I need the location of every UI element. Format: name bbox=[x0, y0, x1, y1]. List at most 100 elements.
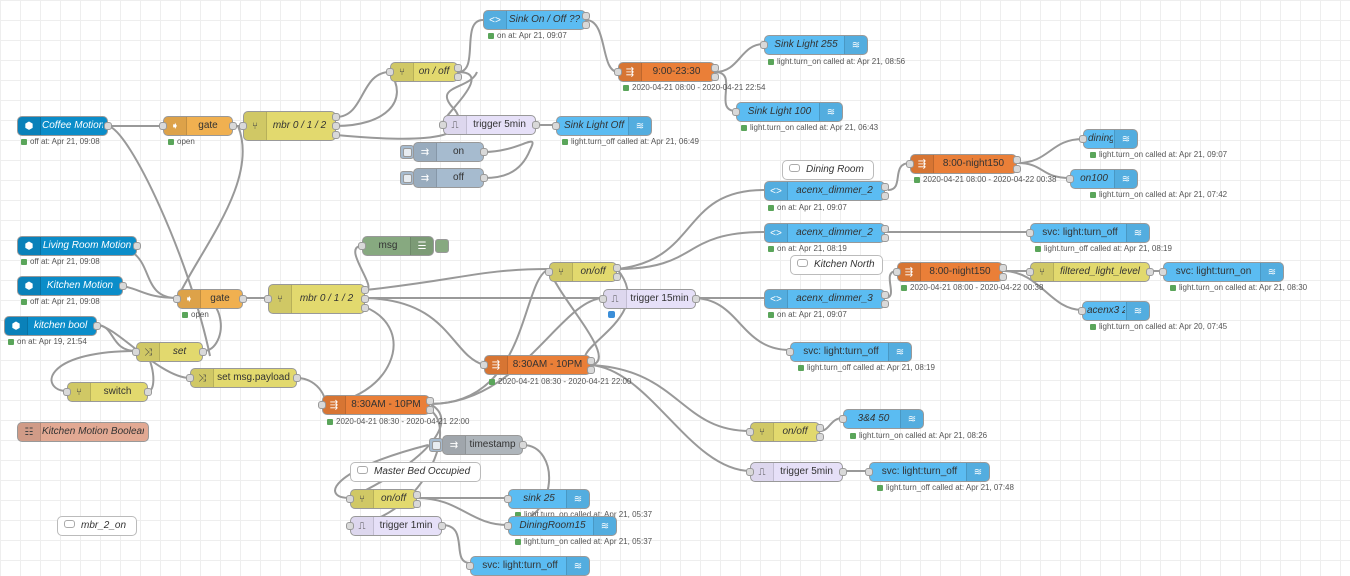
trigger-node[interactable]: ⎍ trigger 15min bbox=[599, 289, 700, 309]
output-port[interactable] bbox=[881, 225, 889, 233]
output-port[interactable] bbox=[454, 73, 462, 81]
comment-master-bed[interactable]: Master Bed Occupied bbox=[350, 462, 481, 482]
debug-msg-node[interactable]: msg ☰ bbox=[358, 236, 449, 256]
input-port[interactable] bbox=[504, 495, 512, 503]
input-port[interactable] bbox=[1079, 135, 1087, 143]
coffee-motion-node[interactable]: ⬢ Coffee Motion bbox=[17, 116, 112, 136]
time-range-node[interactable]: ⇶ 8:00-night150 bbox=[906, 154, 1021, 174]
input-port[interactable] bbox=[786, 348, 794, 356]
on-off-switch-node[interactable]: ⑂ on / off bbox=[386, 62, 462, 82]
comment-mbr-2-on[interactable]: mbr_2_on bbox=[57, 516, 137, 536]
on-off-switch-node[interactable]: ⑂ on/off bbox=[746, 422, 824, 442]
input-port[interactable] bbox=[186, 374, 194, 382]
trigger-node[interactable]: ⎍ trigger 5min bbox=[746, 462, 847, 482]
output-port[interactable] bbox=[332, 122, 340, 130]
output-port[interactable] bbox=[816, 433, 824, 441]
output-port[interactable] bbox=[519, 441, 527, 449]
input-port[interactable] bbox=[173, 295, 181, 303]
input-port[interactable] bbox=[906, 160, 914, 168]
input-port[interactable] bbox=[865, 468, 873, 476]
acenx-dimmer-2-node[interactable]: <> acenx_dimmer_2 bbox=[764, 181, 889, 201]
trigger-node[interactable]: ⎍ trigger 5min bbox=[439, 115, 540, 135]
output-port[interactable] bbox=[426, 397, 434, 405]
input-port[interactable] bbox=[159, 122, 167, 130]
svc-turn-on-node[interactable]: svc: light:turn_on ≋ bbox=[1159, 262, 1284, 282]
input-port[interactable] bbox=[466, 562, 474, 570]
output-port[interactable] bbox=[293, 374, 301, 382]
output-port[interactable] bbox=[881, 234, 889, 242]
mbr-switch-node[interactable]: ⑂ mbr 0 / 1 / 2 bbox=[264, 284, 369, 314]
input-port[interactable] bbox=[545, 268, 553, 276]
output-port[interactable] bbox=[587, 366, 595, 374]
svc-turn-off-node[interactable]: svc: light:turn_off ≋ bbox=[466, 556, 590, 576]
output-port[interactable] bbox=[413, 500, 421, 508]
inject-button[interactable] bbox=[429, 438, 443, 452]
input-port[interactable] bbox=[746, 428, 754, 436]
output-port[interactable] bbox=[454, 64, 462, 72]
acenx-dimmer-3-node[interactable]: <> acenx_dimmer_3 bbox=[764, 289, 889, 309]
inject-button[interactable] bbox=[400, 145, 414, 159]
on-off-switch-node[interactable]: ⑂ on/off bbox=[346, 489, 421, 509]
output-port[interactable] bbox=[239, 295, 247, 303]
output-port[interactable] bbox=[587, 357, 595, 365]
output-port[interactable] bbox=[881, 300, 889, 308]
output-port[interactable] bbox=[361, 304, 369, 312]
svc-turn-off-node[interactable]: svc: light:turn_off ≋ bbox=[1026, 223, 1150, 243]
input-port[interactable] bbox=[893, 268, 901, 276]
output-port[interactable] bbox=[480, 174, 488, 182]
output-port[interactable] bbox=[229, 122, 237, 130]
kitchen-bool-node[interactable]: ⬢ kitchen bool bbox=[4, 316, 101, 336]
output-port[interactable] bbox=[426, 406, 434, 414]
output-port[interactable] bbox=[881, 291, 889, 299]
output-port[interactable] bbox=[582, 21, 590, 29]
input-port[interactable] bbox=[1066, 175, 1074, 183]
timestamp-inject-node[interactable]: ⇉ timestamp bbox=[429, 435, 527, 455]
input-port[interactable] bbox=[346, 522, 354, 530]
sink-light-off-node[interactable]: Sink Light Off ≋ bbox=[552, 116, 652, 136]
output-port[interactable] bbox=[361, 295, 369, 303]
gate-node[interactable]: ➧ gate bbox=[173, 289, 247, 309]
input-port[interactable] bbox=[839, 415, 847, 423]
input-port[interactable] bbox=[132, 348, 140, 356]
output-port[interactable] bbox=[1013, 156, 1021, 164]
output-port[interactable] bbox=[582, 12, 590, 20]
input-port[interactable] bbox=[318, 401, 326, 409]
output-port[interactable] bbox=[839, 468, 847, 476]
input-port[interactable] bbox=[480, 361, 488, 369]
output-port[interactable] bbox=[816, 424, 824, 432]
living-room-motion-node[interactable]: ⬢ Living Room Motion bbox=[17, 236, 141, 256]
diningroom15-node[interactable]: DiningRoom15 ≋ bbox=[504, 516, 617, 536]
comment-kitchen-north[interactable]: Kitchen North bbox=[790, 255, 883, 275]
output-port[interactable] bbox=[413, 491, 421, 499]
output-port[interactable] bbox=[999, 264, 1007, 272]
input-port[interactable] bbox=[439, 121, 447, 129]
input-port[interactable] bbox=[760, 41, 768, 49]
set-payload-node[interactable]: ⤨ set msg.payload bbox=[186, 368, 301, 388]
time-range-node[interactable]: ⇶ 8:00-night150 bbox=[893, 262, 1007, 282]
output-port[interactable] bbox=[1146, 268, 1154, 276]
gate-node[interactable]: ➧ gate bbox=[159, 116, 237, 136]
kitchen-motion-boolean-node[interactable]: ☷ Kitchen Motion Boolean bbox=[17, 422, 149, 442]
on-off-switch-node[interactable]: ⑂ on/off bbox=[545, 262, 621, 282]
time-range-node[interactable]: ⇶ 8:30AM - 10PM bbox=[480, 355, 595, 375]
sink-25-node[interactable]: sink 25 ≋ bbox=[504, 489, 590, 509]
time-range-node[interactable]: ⇶ 9:00-23:30 bbox=[614, 62, 719, 82]
switch-node[interactable]: ⑂ switch bbox=[63, 382, 152, 402]
acenx3-20-node[interactable]: acenx3 20 ≋ bbox=[1078, 301, 1150, 321]
acenx-dimmer-2-node[interactable]: <> acenx_dimmer_2 bbox=[764, 223, 889, 243]
output-port[interactable] bbox=[438, 522, 446, 530]
input-port[interactable] bbox=[63, 388, 71, 396]
output-port[interactable] bbox=[133, 242, 141, 250]
output-port[interactable] bbox=[532, 121, 540, 129]
sink-light-255-node[interactable]: Sink Light 255 ≋ bbox=[760, 35, 868, 55]
output-port[interactable] bbox=[332, 113, 340, 121]
input-port[interactable] bbox=[1078, 307, 1086, 315]
output-port[interactable] bbox=[999, 273, 1007, 281]
output-port[interactable] bbox=[881, 192, 889, 200]
output-port[interactable] bbox=[361, 286, 369, 294]
output-port[interactable] bbox=[332, 131, 340, 139]
input-port[interactable] bbox=[552, 122, 560, 130]
n34-50-node[interactable]: 3&4 50 ≋ bbox=[839, 409, 924, 429]
input-port[interactable] bbox=[386, 68, 394, 76]
